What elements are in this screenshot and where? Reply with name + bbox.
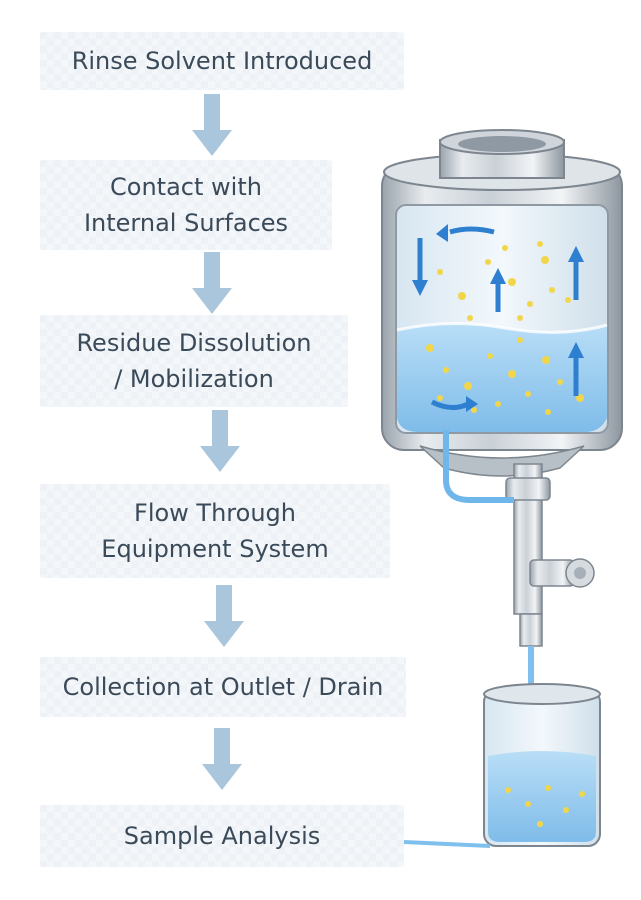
vessel-body bbox=[381, 129, 623, 477]
step-6-text: Sample Analysis bbox=[123, 822, 321, 850]
collection-beaker-icon bbox=[483, 683, 601, 847]
step-3-line-2: / Mobilization bbox=[114, 365, 274, 393]
down-arrow-icon bbox=[202, 728, 242, 790]
flow-arrows bbox=[412, 224, 584, 412]
liquid-stream bbox=[528, 646, 534, 708]
step-1-text: Rinse Solvent Introduced bbox=[71, 47, 373, 75]
step-3-line-1: Residue Dissolution bbox=[76, 329, 312, 357]
step-4-line-2: Equipment System bbox=[101, 535, 329, 563]
step-box-1: Rinse Solvent Introduced bbox=[40, 32, 404, 90]
step-box-2: Contact with Internal Surfaces bbox=[40, 160, 332, 250]
step-2-line-2: Internal Surfaces bbox=[83, 209, 289, 237]
down-arrow-icon bbox=[200, 410, 240, 472]
step-box-3: Residue Dissolution / Mobilization bbox=[40, 315, 348, 407]
step-5-text: Collection at Outlet / Drain bbox=[62, 673, 384, 701]
rinse-tubing bbox=[443, 430, 514, 503]
step-box-4: Flow Through Equipment System bbox=[40, 484, 390, 578]
down-arrow-icon bbox=[192, 94, 232, 156]
down-arrow-icon bbox=[204, 585, 244, 647]
step-2-line-1: Contact with bbox=[110, 173, 262, 201]
outlet-pipe-valve bbox=[505, 463, 595, 647]
down-arrow-icon bbox=[192, 252, 232, 314]
step-4-line-1: Flow Through bbox=[134, 499, 296, 527]
sample-line bbox=[403, 840, 491, 848]
step-box-6: Sample Analysis bbox=[40, 805, 404, 867]
residue-particles bbox=[426, 241, 584, 415]
step-box-5: Collection at Outlet / Drain bbox=[40, 657, 406, 717]
